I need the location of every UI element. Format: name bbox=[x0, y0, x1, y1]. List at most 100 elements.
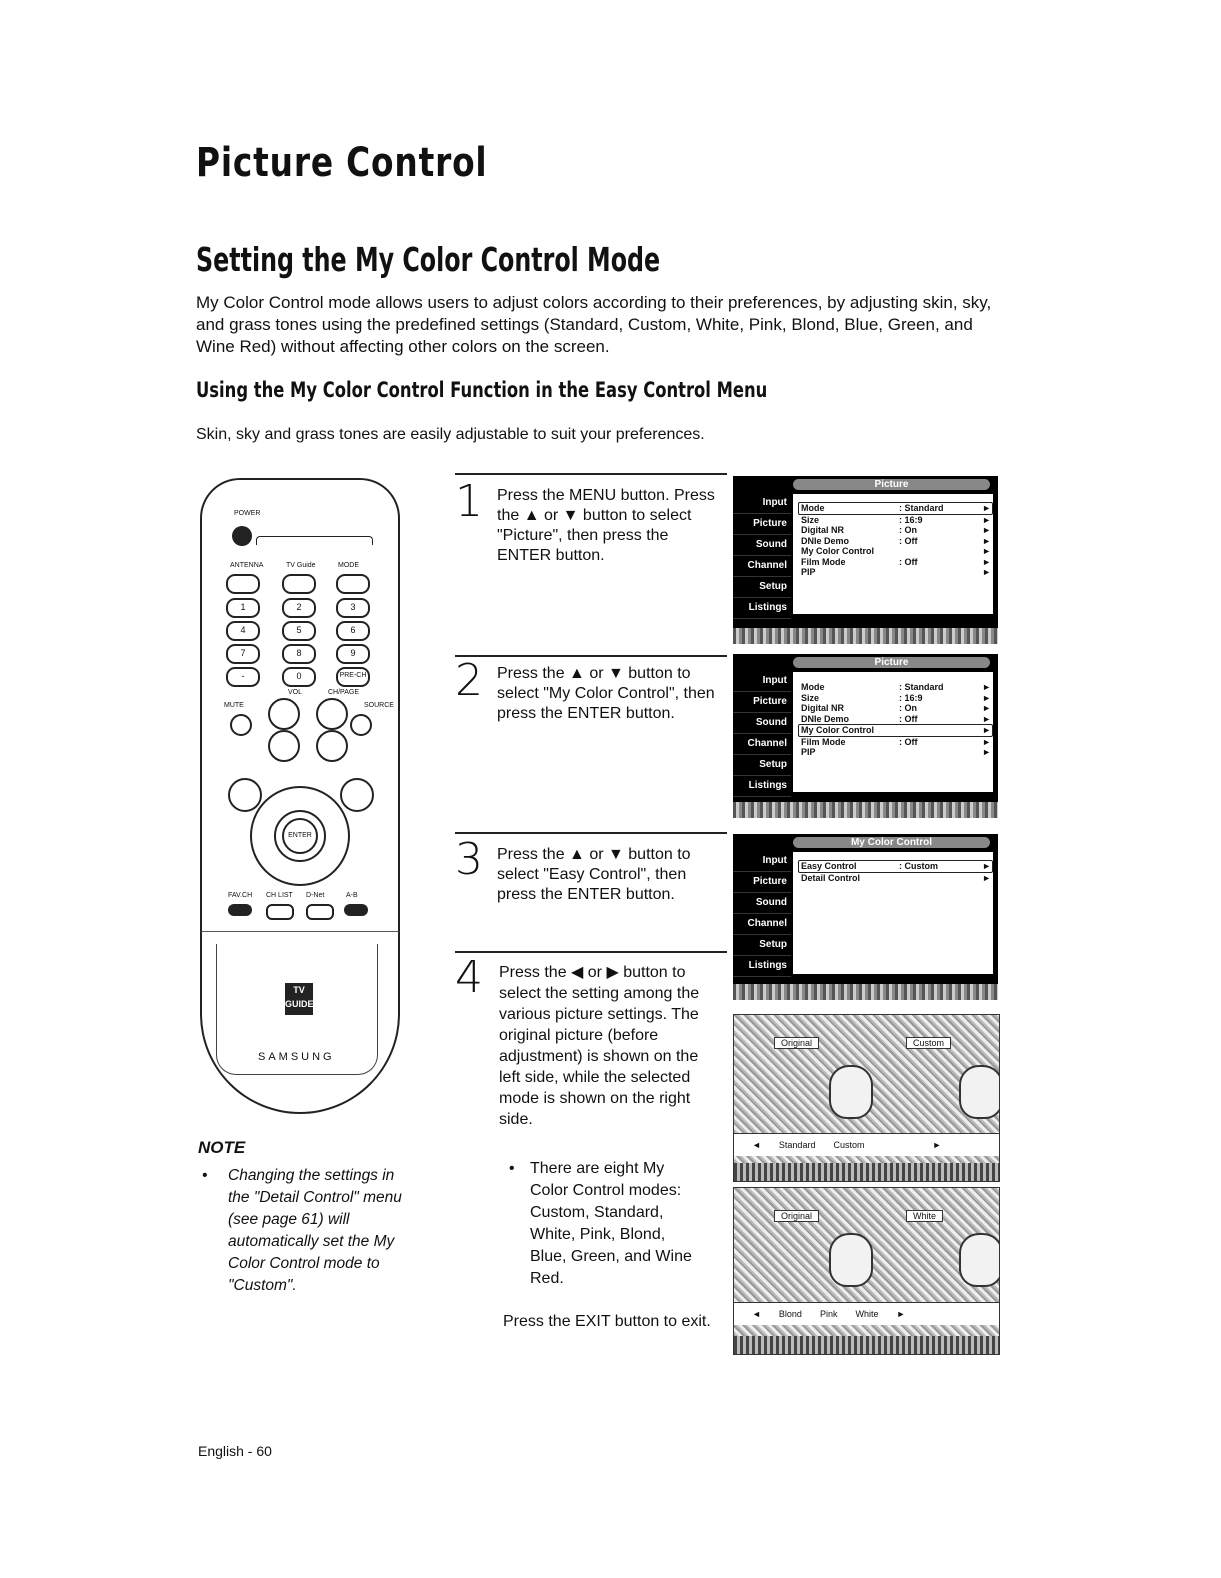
right-arrow: ► bbox=[896, 1309, 906, 1319]
chlist-label: CH LIST bbox=[266, 892, 293, 899]
menu-row: Film Mode: Off► bbox=[801, 736, 991, 747]
key-0: 0 bbox=[282, 667, 316, 687]
side-picture: Picture bbox=[733, 514, 791, 535]
face-left bbox=[829, 1065, 873, 1119]
menu-row: PIP► bbox=[801, 747, 991, 757]
tvguide-label: TV Guide bbox=[286, 562, 316, 569]
side-listings: Listings bbox=[733, 598, 791, 619]
fav-label: FAV.CH bbox=[228, 892, 253, 899]
bar-item: Pink bbox=[819, 1309, 838, 1319]
menu-panel: Easy Control: Custom► Detail Control► bbox=[793, 852, 993, 974]
key-4: 4 bbox=[226, 621, 260, 641]
key-5: 5 bbox=[282, 621, 316, 641]
menu-row: Digital NR: On► bbox=[801, 525, 991, 535]
tv-screen-2: Picture Input Picture Sound Channel Setu… bbox=[733, 654, 998, 818]
right-arrow: ► bbox=[932, 1140, 942, 1150]
dpad-inner bbox=[274, 810, 326, 862]
bar-item: White bbox=[855, 1309, 879, 1319]
step-1-number: 1 bbox=[455, 476, 483, 527]
chpage-label: CH/PAGE bbox=[328, 689, 359, 696]
mode-label: MODE bbox=[338, 562, 359, 569]
modes-bullet: • There are eight My Color Control modes… bbox=[505, 1158, 705, 1290]
side-sound: Sound bbox=[733, 893, 791, 914]
dnet-label: D-Net bbox=[306, 892, 325, 899]
power-button bbox=[232, 526, 252, 546]
menu-title: Picture bbox=[793, 657, 990, 668]
step-3-rule bbox=[455, 832, 727, 834]
key-3: 3 bbox=[336, 598, 370, 618]
subsection-title: Using the My Color Control Function in t… bbox=[196, 378, 768, 402]
side-setup: Setup bbox=[733, 577, 791, 598]
exit-button bbox=[340, 778, 374, 812]
ch-down-button bbox=[316, 730, 348, 762]
remote-body bbox=[200, 478, 400, 935]
exit-instruction: Press the EXIT button to exit. bbox=[503, 1313, 711, 1330]
vol-down-button bbox=[268, 730, 300, 762]
note-text: Changing the settings in the "Detail Con… bbox=[228, 1167, 402, 1294]
ch-up-button bbox=[316, 698, 348, 730]
ab-label: A-B bbox=[346, 892, 358, 899]
tvguide-button bbox=[282, 574, 316, 594]
left-arrow: ◄ bbox=[752, 1309, 761, 1319]
step-4-text: Press the ◀ or ▶ button to select the se… bbox=[499, 964, 700, 1128]
step-2-number: 2 bbox=[455, 655, 483, 706]
mode-button bbox=[336, 574, 370, 594]
left-arrow: ◄ bbox=[752, 1140, 761, 1150]
side-setup: Setup bbox=[733, 935, 791, 956]
note-title: NOTE bbox=[198, 1138, 246, 1157]
page-title: Picture Control bbox=[196, 140, 488, 186]
key-9: 9 bbox=[336, 644, 370, 664]
picture-footer-strip bbox=[734, 1163, 999, 1181]
menu-row: Easy Control: Custom► bbox=[798, 860, 993, 873]
step-1-text: Press the MENU button. Press the ▲ or ▼ … bbox=[497, 487, 715, 564]
side-channel: Channel bbox=[733, 734, 791, 755]
vol-label: VOL bbox=[288, 689, 303, 696]
step-4-number: 4 bbox=[455, 952, 483, 1003]
menu-row: My Color Control► bbox=[798, 724, 993, 737]
mute-button bbox=[230, 714, 252, 736]
menu-row: Film Mode: Off► bbox=[801, 556, 991, 567]
face-right bbox=[959, 1065, 999, 1119]
remote-lower-body bbox=[200, 931, 400, 1114]
source-button bbox=[350, 714, 372, 736]
step-2-text: Press the ▲ or ▼ button to select "My Co… bbox=[497, 665, 715, 722]
step-4-rule bbox=[455, 951, 727, 953]
menu-title: My Color Control bbox=[793, 837, 990, 848]
side-listings: Listings bbox=[733, 956, 791, 977]
face-right bbox=[959, 1233, 999, 1287]
key-1: 1 bbox=[226, 598, 260, 618]
key-8: 8 bbox=[282, 644, 316, 664]
step-1-rule bbox=[455, 473, 727, 475]
side-input: Input bbox=[733, 671, 791, 692]
menu-row: DNIe Demo: Off► bbox=[801, 713, 991, 724]
key-7: 7 bbox=[226, 644, 260, 664]
tv-footer-strip bbox=[733, 628, 998, 644]
source-label: SOURCE bbox=[364, 702, 394, 709]
tv-screen-3: My Color Control Input Picture Sound Cha… bbox=[733, 834, 998, 1000]
side-channel: Channel bbox=[733, 914, 791, 935]
key-2: 2 bbox=[282, 598, 316, 618]
remote-lid bbox=[216, 944, 378, 1075]
tv-footer-strip bbox=[733, 802, 998, 818]
menu-row: Mode: Standard► bbox=[801, 682, 991, 692]
subsection-text: Skin, sky and grass tones are easily adj… bbox=[196, 426, 705, 443]
mode-bar: ◄ Blond Pink White ► bbox=[734, 1302, 999, 1325]
menu-title: Picture bbox=[793, 479, 990, 490]
bar-item: Custom bbox=[833, 1140, 865, 1150]
samsung-logo: SAMSUNG bbox=[258, 1051, 335, 1063]
section-title: Setting the My Color Control Mode bbox=[196, 240, 661, 279]
antenna-button bbox=[226, 574, 260, 594]
menu-button bbox=[228, 778, 262, 812]
side-input: Input bbox=[733, 851, 791, 872]
key-dash: - bbox=[226, 667, 260, 687]
menu-row: Size: 16:9► bbox=[801, 692, 991, 703]
menu-panel: Mode: Standard► Size: 16:9► Digital NR: … bbox=[793, 494, 993, 614]
mode-label: Custom bbox=[906, 1037, 952, 1049]
menu-row: Digital NR: On► bbox=[801, 703, 991, 713]
menu-row: PIP► bbox=[801, 567, 991, 577]
menu-row: Mode: Standard► bbox=[798, 502, 993, 515]
picture-comparison-1: Original Custom ◄ Standard Custom ► bbox=[733, 1014, 1000, 1182]
side-channel: Channel bbox=[733, 556, 791, 577]
bar-item: Standard bbox=[778, 1140, 816, 1150]
tv-sidebar: Input Picture Sound Channel Setup Listin… bbox=[733, 671, 791, 797]
